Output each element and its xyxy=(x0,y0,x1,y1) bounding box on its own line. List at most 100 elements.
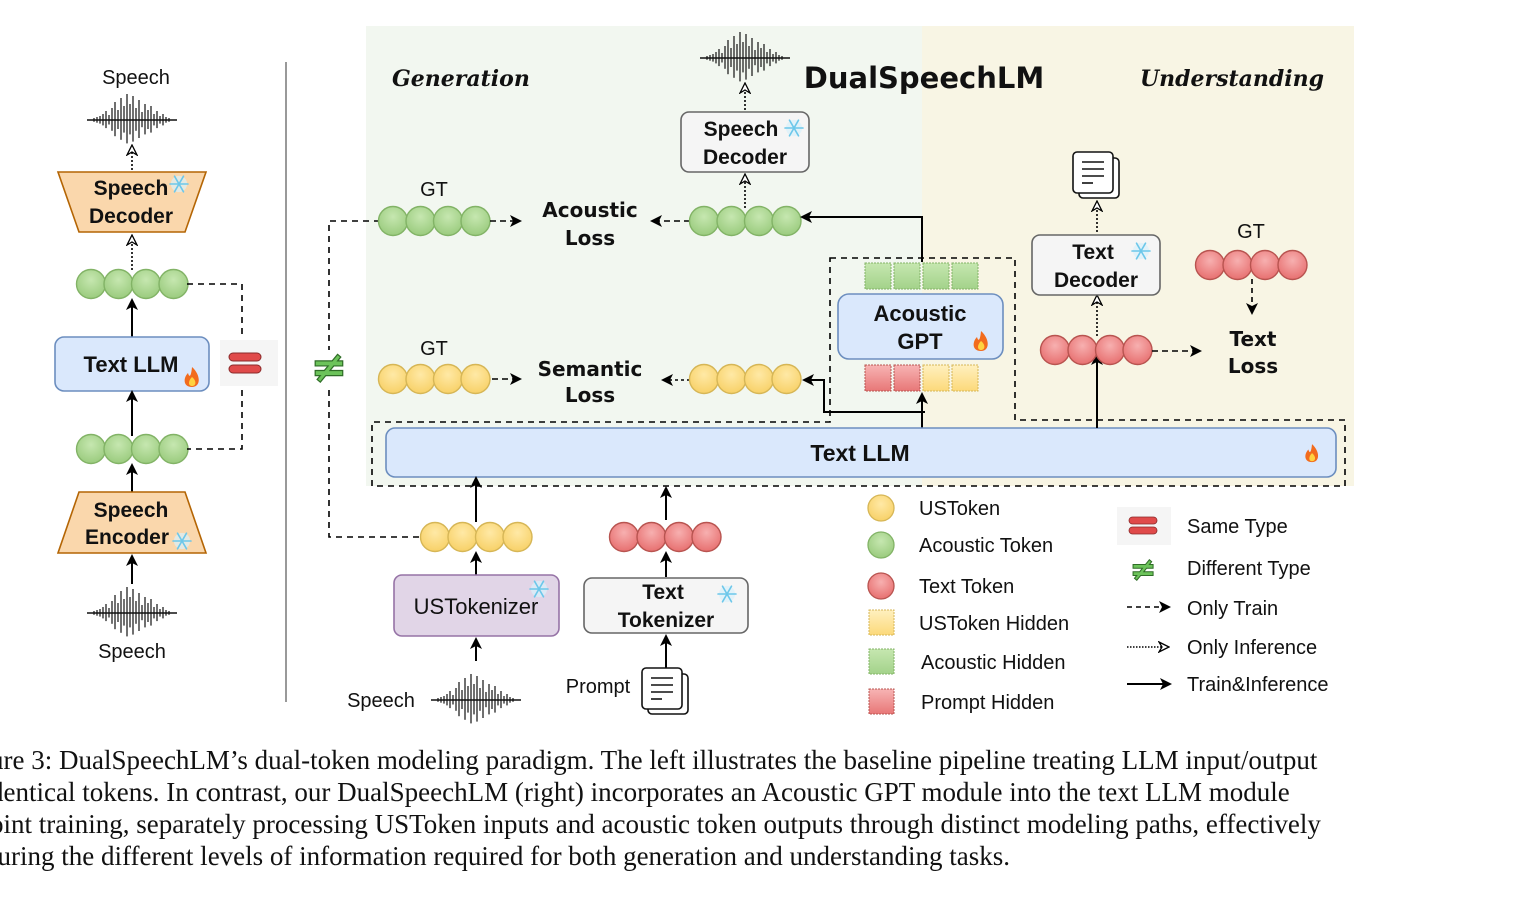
text-llm-label: Text LLM xyxy=(810,440,909,466)
text-token xyxy=(1194,249,1226,281)
acoustic-token xyxy=(771,205,802,237)
legend-label: Text Token xyxy=(919,576,1014,598)
text-token xyxy=(691,521,722,553)
different-type-connector xyxy=(328,220,421,538)
ustoken xyxy=(771,363,802,395)
baseline-speech-encoder-label-1: Speech xyxy=(94,499,169,522)
figure-caption: ure 3: DualSpeechLM’s dual-token modelin… xyxy=(0,744,1465,872)
gt-semantic-label: GT xyxy=(420,338,448,360)
text-token xyxy=(1039,334,1071,366)
acoustic-token xyxy=(130,433,162,465)
ustoken xyxy=(688,363,720,395)
gt-ustoken-row xyxy=(377,363,491,395)
train-inference-arrow xyxy=(802,374,925,413)
fire-icon xyxy=(1305,444,1319,463)
baseline-acoustic-token-row-output xyxy=(75,268,189,300)
acoustic-token xyxy=(405,205,436,237)
ustoken xyxy=(405,363,436,395)
acoustic-token xyxy=(103,268,134,300)
legend-label: Only Train xyxy=(1187,598,1278,620)
text-decoder-label-1: Text xyxy=(1072,241,1114,264)
acoustic-gpt-label-2: GPT xyxy=(897,329,943,354)
train-inference-arrow xyxy=(800,211,923,262)
snowflake-icon xyxy=(717,585,737,603)
legend-item-ustoken-hidden: USToken Hidden xyxy=(868,609,1069,636)
legend-label: Prompt Hidden xyxy=(921,692,1054,714)
snowflake-icon xyxy=(784,119,804,137)
text-token xyxy=(1122,334,1153,366)
text-token xyxy=(608,521,640,553)
baseline-speech-encoder-label-2: Encoder xyxy=(85,526,169,549)
semantic-loss-label-2: Loss xyxy=(565,383,615,407)
acoustic-token xyxy=(158,268,189,300)
acoustic-token xyxy=(130,268,162,300)
legend-label: USToken xyxy=(919,498,1000,520)
ustoken xyxy=(474,521,506,553)
document-icon xyxy=(1072,151,1120,199)
baseline-text-llm-label: Text LLM xyxy=(84,352,179,377)
ustoken xyxy=(716,363,747,395)
acoustic-loss-label-2: Loss xyxy=(565,226,615,250)
legend-label: Different Type xyxy=(1187,558,1311,580)
speech-input-label: Speech xyxy=(347,690,415,712)
legend-label: Same Type xyxy=(1187,516,1288,538)
speech-decoder: Speech Decoder xyxy=(680,111,810,173)
input-ustoken-row xyxy=(419,521,533,553)
fire-icon xyxy=(184,367,199,387)
text-token xyxy=(1222,249,1253,281)
ustoken xyxy=(419,521,451,553)
predicted-acoustic-token-row xyxy=(688,205,802,237)
legend-item-train-inference: Train&Inference xyxy=(1127,674,1329,696)
acoustic-loss-label-1: Acoustic xyxy=(542,198,638,222)
generation-region xyxy=(366,26,922,486)
text-tokenizer-label-2: Tokenizer xyxy=(618,609,714,632)
semantic-loss-label-1: Semantic xyxy=(538,357,643,381)
snowflake-icon xyxy=(1131,242,1151,260)
baseline-speech-input-label: Speech xyxy=(98,641,166,663)
legend: USToken Acoustic Token Text Token USToke… xyxy=(867,494,1329,715)
speech-waveform-icon xyxy=(700,32,790,82)
prompt-label: Prompt xyxy=(566,676,631,698)
text-token xyxy=(636,521,667,553)
snowflake-icon xyxy=(529,580,549,598)
gt-acoustic-label: GT xyxy=(420,179,448,201)
ustokenizer-label: USTokenizer xyxy=(414,594,539,619)
baseline-speech-decoder-label-1: Speech xyxy=(94,177,169,200)
legend-item-different-type: ≠ Different Type xyxy=(1129,550,1311,589)
baseline-acoustic-token-row-input xyxy=(75,433,189,465)
dualspeechlm-diagram: Speech Speech Decoder Text LLM Speech En… xyxy=(54,26,1354,724)
ustoken xyxy=(447,521,478,553)
acoustic-hidden-row xyxy=(864,262,979,290)
baseline-speech-output-label: Speech xyxy=(102,67,170,89)
legend-label: Acoustic Token xyxy=(919,535,1053,557)
baseline-speech-decoder: Speech Decoder xyxy=(56,171,208,233)
svg-text:≠: ≠ xyxy=(311,342,348,393)
text-tokenizer: Text Tokenizer xyxy=(583,577,749,634)
prompt-and-ustoken-hidden-row xyxy=(864,364,979,392)
speech-decoder-label-2: Decoder xyxy=(703,146,787,169)
ustoken xyxy=(743,363,775,395)
acoustic-token xyxy=(75,433,107,465)
snowflake-icon xyxy=(172,532,192,550)
speech-waveform-icon xyxy=(87,587,177,637)
gt-acoustic-token-row xyxy=(377,205,491,237)
ustokenizer: USTokenizer xyxy=(393,574,560,637)
text-llm: Text LLM xyxy=(385,427,1337,478)
baseline-text-llm: Text LLM xyxy=(54,336,210,392)
caption-line: dentical tokens. In contrast, our DualSp… xyxy=(0,777,1290,807)
ustoken xyxy=(432,363,464,395)
baseline-speech-decoder-label-2: Decoder xyxy=(89,205,173,228)
legend-item-same-type: Same Type xyxy=(1117,507,1288,545)
text-token xyxy=(1067,334,1098,366)
acoustic-token xyxy=(688,205,720,237)
acoustic-gpt: Acoustic GPT xyxy=(837,293,1004,360)
caption-line: oint training, separately processing UST… xyxy=(0,809,1321,839)
legend-item-acoustic-token: Acoustic Token xyxy=(867,531,1053,559)
caption-line: ure 3: DualSpeechLM’s dual-token modelin… xyxy=(0,745,1318,775)
fire-icon xyxy=(973,331,988,351)
ustoken xyxy=(502,521,533,553)
legend-label: USToken Hidden xyxy=(919,613,1069,635)
acoustic-token xyxy=(103,433,134,465)
ustoken xyxy=(377,363,409,395)
acoustic-gpt-container xyxy=(371,257,1346,487)
